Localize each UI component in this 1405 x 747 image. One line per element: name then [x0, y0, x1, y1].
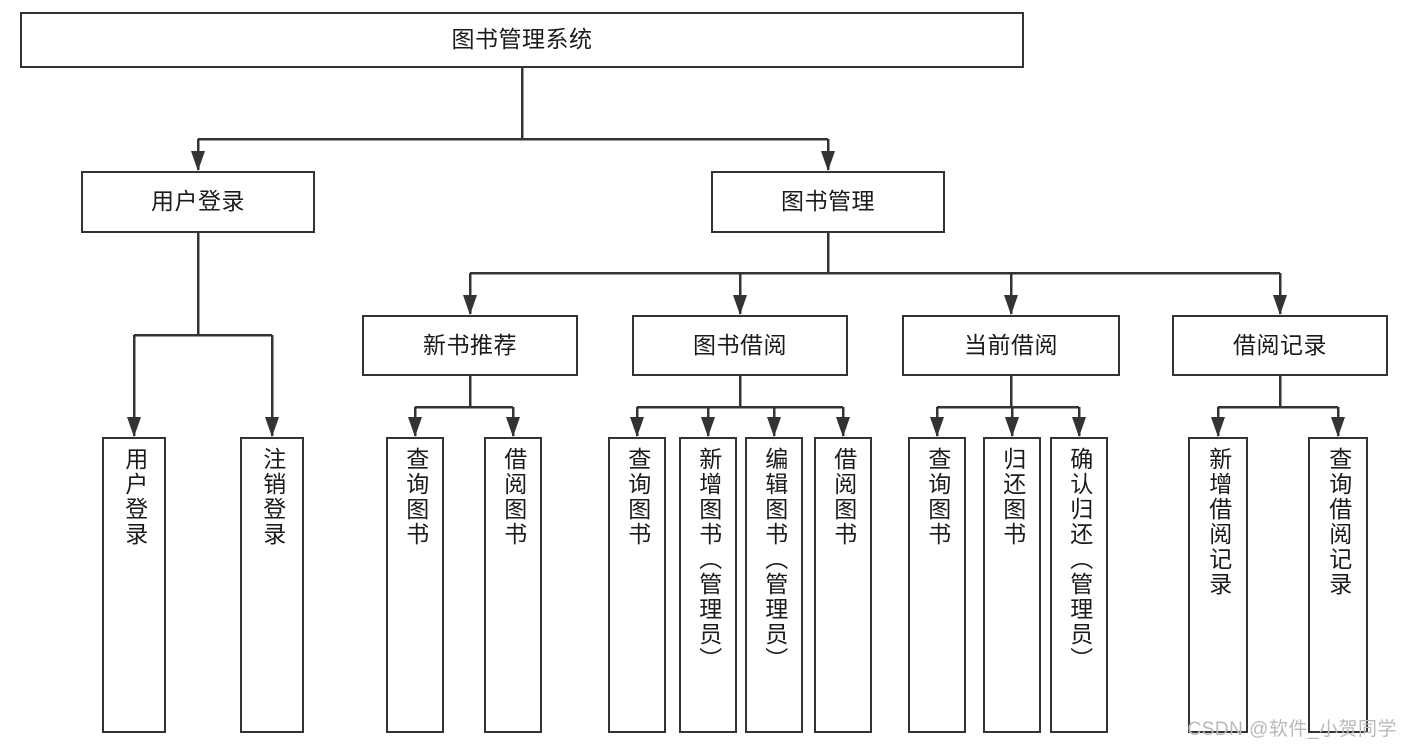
node-borrow[interactable]: 图书借阅 [632, 315, 848, 376]
node-leaf-user-login[interactable]: 用户登录 [102, 437, 166, 733]
node-login[interactable]: 用户登录 [81, 171, 315, 233]
node-leaf-cur-confirm[interactable]: 确认归还（管理员） [1050, 437, 1108, 733]
node-leaf-bor-edit[interactable]: 编辑图书（管理员） [745, 437, 803, 733]
node-label: 图书借阅 [693, 331, 787, 358]
node-root[interactable]: 图书管理系统 [20, 12, 1024, 68]
node-label: 当前借阅 [964, 331, 1058, 358]
node-leaf-new-query[interactable]: 查询图书 [386, 437, 444, 733]
node-label: 用户登录 [151, 188, 245, 215]
node-label: 图书管理系统 [451, 26, 593, 53]
node-leaf-bor-lend[interactable]: 借阅图书 [814, 437, 872, 733]
node-records[interactable]: 借阅记录 [1172, 315, 1388, 376]
node-label: 归还图书 [999, 447, 1026, 547]
node-label: 编辑图书（管理员） [761, 447, 788, 672]
node-leaf-bor-query[interactable]: 查询图书 [608, 437, 666, 733]
node-label: 查询图书 [924, 447, 951, 547]
node-newbook[interactable]: 新书推荐 [362, 315, 578, 376]
node-leaf-user-logout[interactable]: 注销登录 [240, 437, 304, 733]
node-leaf-rec-query[interactable]: 查询借阅记录 [1308, 437, 1368, 733]
node-label: 借阅图书 [500, 447, 527, 547]
node-leaf-cur-query[interactable]: 查询图书 [908, 437, 966, 733]
node-leaf-bor-add[interactable]: 新增图书（管理员） [679, 437, 737, 733]
node-leaf-new-borrow[interactable]: 借阅图书 [484, 437, 542, 733]
node-label: 查询借阅记录 [1325, 447, 1352, 597]
node-label: 查询图书 [402, 447, 429, 547]
node-label: 图书管理 [781, 188, 875, 215]
node-label: 新增图书（管理员） [695, 447, 722, 672]
node-label: 借阅记录 [1233, 331, 1327, 358]
node-label: 用户登录 [121, 447, 148, 547]
node-label: 新书推荐 [423, 331, 517, 358]
node-label: 查询图书 [624, 447, 651, 547]
node-leaf-cur-return[interactable]: 归还图书 [983, 437, 1041, 733]
node-label: 确认归还（管理员） [1066, 447, 1093, 672]
node-label: 借阅图书 [830, 447, 857, 547]
node-current[interactable]: 当前借阅 [902, 315, 1120, 376]
node-leaf-rec-add[interactable]: 新增借阅记录 [1188, 437, 1248, 733]
node-label: 新增借阅记录 [1205, 447, 1232, 597]
node-label: 注销登录 [259, 447, 286, 547]
watermark-label: CSDN @软件_小贺同学 [1187, 719, 1397, 740]
node-bookmgmt[interactable]: 图书管理 [711, 171, 945, 233]
